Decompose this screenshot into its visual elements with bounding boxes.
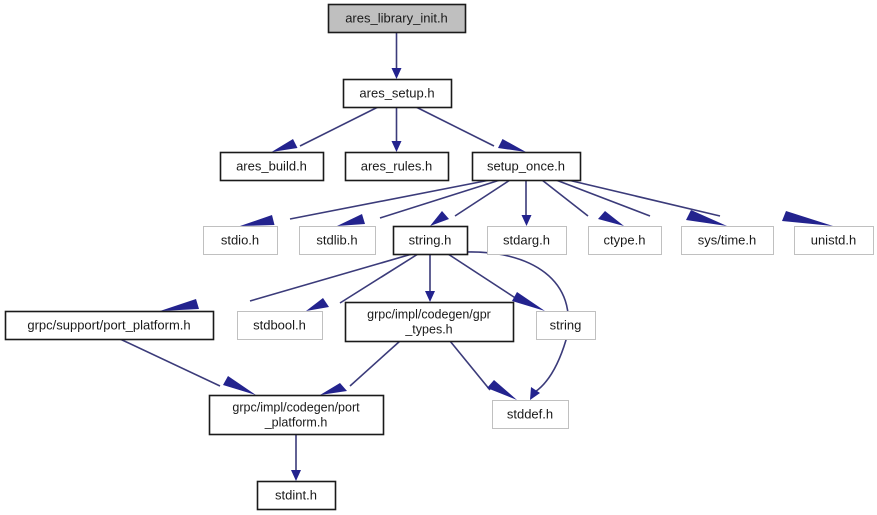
node-box[interactable]: [392, 225, 469, 256]
graph-node-sys_time_h[interactable]: sys/time.h: [681, 226, 774, 255]
node-label: ctype.h: [604, 232, 646, 247]
arrowhead-icon: [337, 214, 365, 226]
edge-setup_once_h-to-ctype_h: [541, 179, 589, 217]
node-label: _types.h: [404, 322, 452, 336]
node-label: grpc/impl/codegen/port: [232, 400, 360, 414]
node-label: setup_once.h: [487, 158, 565, 173]
node-label: ares_rules.h: [361, 158, 433, 173]
arrowhead-icon: [320, 383, 347, 395]
edge-setup_once_h-to-stdio_h: [289, 179, 491, 220]
node-box[interactable]: [203, 226, 278, 255]
node-layer: ares_library_init.h ares_setup.h ares_buil…: [4, 3, 874, 511]
graph-node-stddef_h[interactable]: stddef.h: [492, 400, 569, 429]
edge-setup_once_h-to-sys_time_h: [555, 179, 651, 217]
node-box[interactable]: [299, 226, 376, 255]
edge-grpc_support_port_platform_h-to-grpc_impl_codegen_port_platform_h: [119, 338, 221, 387]
graph-node-stdio_h[interactable]: stdio.h: [203, 226, 278, 255]
node-label: stddef.h: [507, 406, 553, 421]
arrowhead-icon: [498, 139, 526, 152]
node-label: string: [550, 317, 582, 332]
graph-node-grpc_impl_codegen_gpr_types_h[interactable]: grpc/impl/codegen/gpr_types.h: [344, 301, 515, 343]
edge-string_h-to-stdbool_h: [339, 253, 419, 304]
arrowhead-icon: [487, 380, 517, 400]
edge-string_h-to-string_cxx: [447, 253, 521, 302]
node-label: stdarg.h: [503, 232, 550, 247]
arrowhead-icon: [271, 139, 298, 152]
arrowhead-icon: [160, 299, 199, 311]
edge-layer: [119, 32, 833, 481]
node-label: _platform.h: [264, 415, 328, 429]
graph-node-ares_rules_h[interactable]: ares_rules.h: [344, 151, 450, 182]
arrowhead-icon: [391, 68, 402, 79]
graph-node-stdlib_h[interactable]: stdlib.h: [299, 226, 376, 255]
node-box[interactable]: [344, 151, 450, 182]
graph-node-string_h[interactable]: string.h: [392, 225, 469, 256]
node-label: stdio.h: [221, 232, 259, 247]
graph-node-string_cxx[interactable]: string: [536, 311, 596, 340]
node-box[interactable]: [588, 226, 662, 255]
graph-node-ctype_h[interactable]: ctype.h: [588, 226, 662, 255]
node-box[interactable]: [681, 226, 774, 255]
edge-ares_setup_h-to-ares_build_h: [299, 106, 379, 147]
node-label: grpc/impl/codegen/gpr: [367, 307, 491, 321]
edge-setup_once_h-to-string_h: [454, 179, 511, 217]
node-box[interactable]: [327, 3, 467, 34]
arrowhead-icon: [598, 211, 624, 226]
graph-node-stdarg_h[interactable]: stdarg.h: [487, 226, 567, 255]
graph-node-stdint_h[interactable]: stdint.h: [256, 480, 337, 511]
arrowhead-icon: [223, 376, 256, 395]
node-label: grpc/support/port_platform.h: [27, 317, 190, 332]
node-box[interactable]: [4, 310, 215, 341]
node-box[interactable]: [471, 151, 582, 182]
node-label: ares_build.h: [236, 158, 307, 173]
node-box[interactable]: [342, 78, 453, 109]
arrowhead-icon: [391, 141, 402, 152]
node-label: stdint.h: [275, 487, 317, 502]
arrowhead-icon: [530, 387, 540, 400]
graph-node-grpc_impl_codegen_port_platform_h[interactable]: grpc/impl/codegen/port_platform.h: [208, 394, 385, 436]
arrowhead-icon: [782, 211, 833, 226]
arrowhead-icon: [430, 211, 449, 226]
node-label: ares_library_init.h: [345, 10, 448, 25]
node-label: ares_setup.h: [359, 85, 434, 100]
edge-setup_once_h-to-unistd_h: [567, 179, 721, 217]
node-box[interactable]: [344, 301, 515, 343]
graph-node-grpc_support_port_platform_h[interactable]: grpc/support/port_platform.h: [4, 310, 215, 341]
arrowhead-icon: [306, 298, 329, 311]
arrowhead-icon: [425, 291, 435, 302]
node-box[interactable]: [794, 226, 874, 255]
node-box[interactable]: [208, 394, 385, 436]
arrowhead-icon: [521, 215, 532, 226]
graph-node-ares_build_h[interactable]: ares_build.h: [219, 151, 325, 182]
node-box[interactable]: [487, 226, 567, 255]
node-label: stdlib.h: [316, 232, 357, 247]
graph-node-setup_once_h[interactable]: setup_once.h: [471, 151, 582, 182]
node-label: string.h: [409, 232, 452, 247]
node-label: unistd.h: [811, 232, 857, 247]
graph-node-unistd_h[interactable]: unistd.h: [794, 226, 874, 255]
node-label: sys/time.h: [698, 232, 757, 247]
arrowhead-icon: [512, 292, 545, 311]
graph-node-stdbool_h[interactable]: stdbool.h: [237, 311, 323, 340]
arrowhead-icon: [686, 210, 727, 226]
edge-grpc_impl_codegen_gpr_types_h-to-stddef_h: [449, 340, 491, 391]
graph-node-ares_setup_h[interactable]: ares_setup.h: [342, 78, 453, 109]
node-box[interactable]: [536, 311, 596, 340]
node-box[interactable]: [219, 151, 325, 182]
node-box[interactable]: [256, 480, 337, 511]
edge-ares_setup_h-to-setup_once_h: [415, 106, 495, 147]
node-box[interactable]: [237, 311, 323, 340]
edge-grpc_impl_codegen_gpr_types_h-to-grpc_impl_codegen_port_platform_h: [349, 340, 401, 387]
edge-setup_once_h-to-stdlib_h: [379, 179, 501, 219]
graph-node-ares_library_init_h[interactable]: ares_library_init.h: [327, 3, 467, 34]
arrowhead-icon: [291, 470, 301, 481]
edge-string_h-to-grpc_support_port_platform_h: [249, 253, 413, 302]
node-label: stdbool.h: [253, 317, 306, 332]
node-box[interactable]: [492, 400, 569, 429]
arrowhead-icon: [240, 215, 275, 226]
